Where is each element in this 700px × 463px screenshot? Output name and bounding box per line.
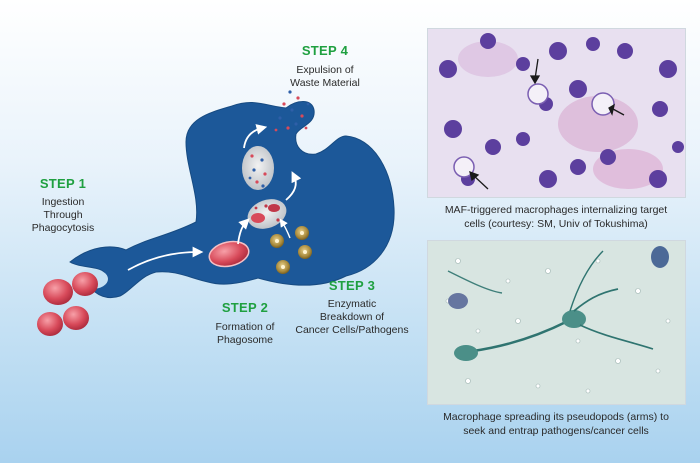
step-1-description: Ingestion Through Phagocytosis <box>31 196 95 234</box>
expelled-waste <box>274 90 310 132</box>
step-4-title: STEP 4 <box>301 43 349 58</box>
step-1-title: STEP 1 <box>39 176 87 191</box>
enzyme-arrow <box>279 218 291 239</box>
micrograph-2-caption: Macrophage spreading its pseudopods (arm… <box>443 411 669 437</box>
step-2-title: STEP 2 <box>221 300 269 315</box>
digesting-cell-fragment <box>251 213 265 223</box>
phagosome <box>208 240 250 268</box>
target-cell <box>43 279 73 305</box>
transport-arrow <box>285 171 302 201</box>
micrograph-1-caption: MAF-triggered macrophages internalizing … <box>444 204 668 230</box>
step-2-description: Formation of Phagosome <box>215 321 275 346</box>
target-cell <box>72 272 98 296</box>
waste-particles <box>248 154 267 188</box>
fusion-arrow <box>237 218 250 245</box>
micrograph-macrophages-internalizing <box>427 28 686 198</box>
digesting-cell-fragment <box>268 204 280 212</box>
target-cell <box>63 306 89 330</box>
step-3-description: Enzymatic Breakdown of Cancer Cells/Path… <box>295 298 409 336</box>
target-cell <box>37 312 63 336</box>
step-3-title: STEP 3 <box>328 278 376 293</box>
micrograph-image <box>428 29 685 197</box>
macrophage-body <box>69 101 395 299</box>
pseudopod-image <box>428 241 685 404</box>
micrograph-macrophage-pseudopods <box>427 240 686 405</box>
ingestion-arrow <box>127 246 204 271</box>
exocytosis-arrow <box>243 124 268 149</box>
lysosome-granules <box>270 226 312 274</box>
step-4-description: Expulsion of Waste Material <box>290 64 360 89</box>
waste-vacuole <box>242 146 274 190</box>
